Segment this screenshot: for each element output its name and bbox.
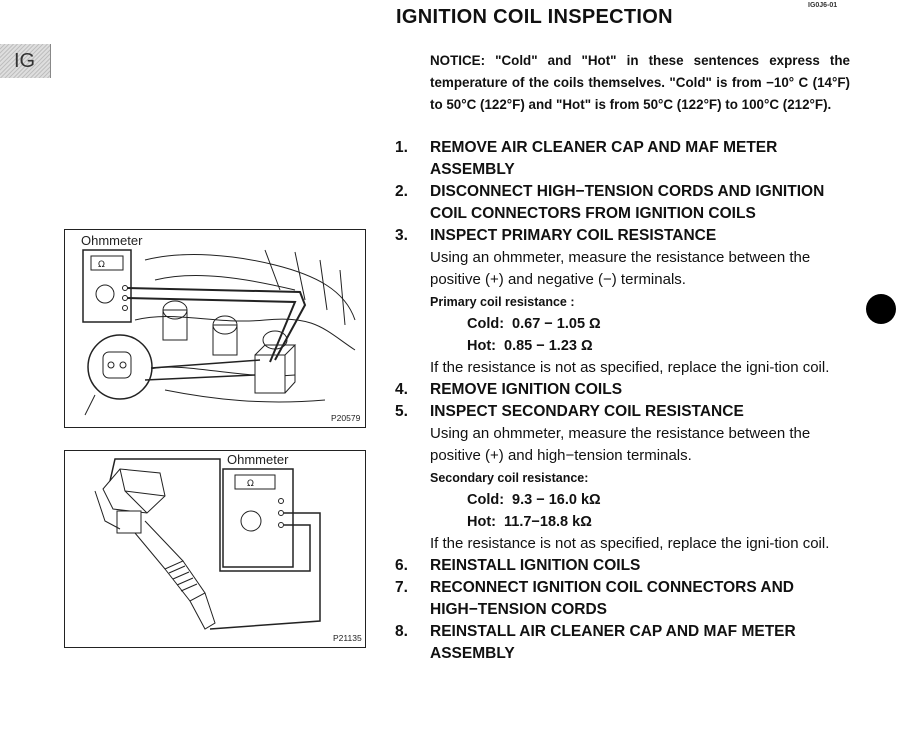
- step-heading: REMOVE AIR CLEANER CAP AND MAF METER ASS…: [430, 139, 778, 178]
- step-instruction: Using an ohmmeter, measure the resistanc…: [430, 425, 811, 464]
- step-number: 4.: [395, 381, 408, 398]
- spec-label: Primary coil resistance :: [430, 295, 575, 309]
- margin-bullet-marker: [866, 294, 896, 324]
- step-6: 6. REINSTALL IGNITION COILS: [395, 555, 851, 577]
- step-4: 4. REMOVE IGNITION COILS: [395, 379, 851, 401]
- section-tab-label: IG: [14, 50, 36, 72]
- step-number: 8.: [395, 623, 408, 640]
- spec-cold: Cold: 0.67 − 1.05 Ω: [467, 313, 851, 335]
- step-number: 2.: [395, 183, 408, 200]
- page-title: IGNITION COIL INSPECTION: [396, 6, 673, 28]
- figure-primary-coil-illustration: Ω: [82, 249, 356, 416]
- figure-label-ohmmeter: Ohmmeter: [225, 452, 291, 467]
- step-1: 1. REMOVE AIR CLEANER CAP AND MAF METER …: [395, 137, 851, 181]
- step-heading: REMOVE IGNITION COILS: [430, 381, 623, 398]
- step-number: 7.: [395, 579, 408, 596]
- spec-hot-value: 0.85 − 1.23 Ω: [504, 338, 593, 354]
- step-note: If the resistance is not as specified, r…: [430, 359, 830, 376]
- step-number: 1.: [395, 139, 408, 156]
- figure-secondary-coil: Ω Ohmmeter P21135: [64, 450, 366, 648]
- notice-paragraph: NOTICE: "Cold" and "Hot" in these senten…: [430, 53, 850, 112]
- document-code: IG0J6-01: [808, 2, 838, 9]
- spec-hot-label: Hot:: [467, 514, 496, 530]
- spec-hot: Hot: 0.85 − 1.23 Ω: [467, 335, 851, 357]
- procedure-steps: 1. REMOVE AIR CLEANER CAP AND MAF METER …: [395, 137, 851, 665]
- step-instruction: Using an ohmmeter, measure the resistanc…: [430, 249, 811, 288]
- figure-code: P21135: [333, 633, 362, 643]
- figure-primary-coil: Ω Ohmmeter P20579: [64, 229, 366, 428]
- meter-ohm-symbol: Ω: [98, 260, 105, 270]
- figure-label-ohmmeter: Ohmmeter: [79, 233, 145, 248]
- step-heading: REINSTALL AIR CLEANER CAP AND MAF METER …: [430, 623, 796, 662]
- step-number: 6.: [395, 557, 408, 574]
- step-2: 2. DISCONNECT HIGH−TENSION CORDS AND IGN…: [395, 181, 851, 225]
- step-note: If the resistance is not as specified, r…: [430, 535, 830, 552]
- spec-hot-label: Hot:: [467, 338, 496, 354]
- step-heading: INSPECT PRIMARY COIL RESISTANCE: [430, 227, 717, 244]
- spec-cold: Cold: 9.3 − 16.0 kΩ: [467, 489, 851, 511]
- section-tab: IG: [0, 44, 51, 78]
- spec-cold-label: Cold:: [467, 492, 505, 508]
- meter-ohm-symbol: Ω: [247, 479, 254, 489]
- step-8: 8. REINSTALL AIR CLEANER CAP AND MAF MET…: [395, 621, 851, 665]
- step-number: 3.: [395, 227, 408, 244]
- spec-hot: Hot: 11.7−18.8 kΩ: [467, 511, 851, 533]
- spec-cold-value: 9.3 − 16.0 kΩ: [512, 492, 601, 508]
- step-7: 7. RECONNECT IGNITION COIL CONNECTORS AN…: [395, 577, 851, 621]
- spec-cold-label: Cold:: [467, 316, 505, 332]
- spec-cold-value: 0.67 − 1.05 Ω: [512, 316, 601, 332]
- step-heading: REINSTALL IGNITION COILS: [430, 557, 641, 574]
- figure-secondary-coil-illustration: Ω: [94, 458, 321, 630]
- step-heading: DISCONNECT HIGH−TENSION CORDS AND IGNITI…: [430, 183, 825, 222]
- step-heading: INSPECT SECONDARY COIL RESISTANCE: [430, 403, 744, 420]
- figure-code: P20579: [331, 413, 361, 423]
- spec-hot-value: 11.7−18.8 kΩ: [504, 514, 592, 530]
- spec-label: Secondary coil resistance:: [430, 471, 589, 485]
- step-heading: RECONNECT IGNITION COIL CONNECTORS AND H…: [430, 579, 794, 618]
- step-5: 5. INSPECT SECONDARY COIL RESISTANCE Usi…: [395, 401, 851, 555]
- step-number: 5.: [395, 403, 408, 420]
- step-3: 3. INSPECT PRIMARY COIL RESISTANCE Using…: [395, 225, 851, 379]
